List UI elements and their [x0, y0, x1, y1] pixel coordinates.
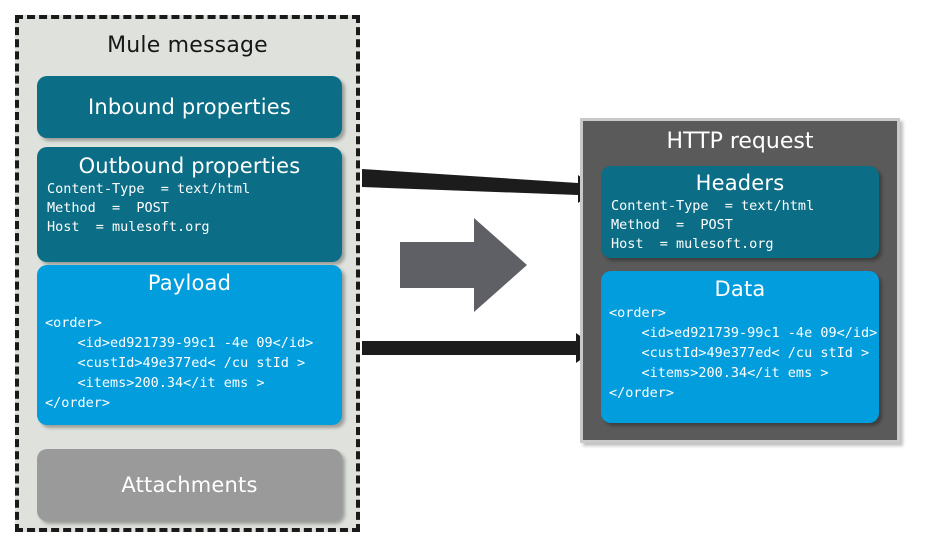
inbound-properties-box[interactable]: Inbound properties: [37, 76, 342, 138]
outbound-properties-label: Outbound properties: [78, 154, 301, 178]
headers-label: Headers: [695, 171, 785, 195]
payload-box[interactable]: Payload <order> <id>ed921739-99c1 -4e 09…: [37, 265, 342, 425]
payload-xml-content: <order> <id>ed921739-99c1 -4e 09</id> <c…: [45, 315, 314, 411]
attachments-label: Attachments: [121, 473, 258, 497]
http-request-title: HTTP request: [666, 129, 814, 154]
arrow-properties-to-headers-icon: [362, 169, 598, 203]
payload-label: Payload: [147, 271, 232, 295]
outbound-properties-box[interactable]: Outbound properties Content-Type = text/…: [37, 147, 342, 262]
data-box[interactable]: Data <order> <id>ed921739-99c1 -4e 09</i…: [601, 271, 879, 423]
attachments-box[interactable]: Attachments: [37, 449, 342, 521]
mule-message-title: Mule message: [107, 33, 268, 58]
data-xml-content: <order> <id>ed921739-99c1 -4e 09</id> <c…: [609, 305, 878, 401]
inbound-properties-label: Inbound properties: [87, 95, 292, 119]
arrow-payload-to-data-icon: [362, 333, 597, 363]
data-label: Data: [714, 277, 766, 301]
mule-message-panel: Mule message Inbound properties Outbound…: [15, 15, 360, 532]
http-request-panel: HTTP request Headers Content-Type = text…: [580, 118, 900, 443]
headers-properties-list: Content-Type = text/html Method = POST H…: [611, 198, 815, 252]
arrow-transform-icon: [400, 218, 527, 312]
headers-box[interactable]: Headers Content-Type = text/html Method …: [601, 166, 879, 258]
outbound-properties-list: Content-Type = text/html Method = POST H…: [47, 181, 251, 235]
